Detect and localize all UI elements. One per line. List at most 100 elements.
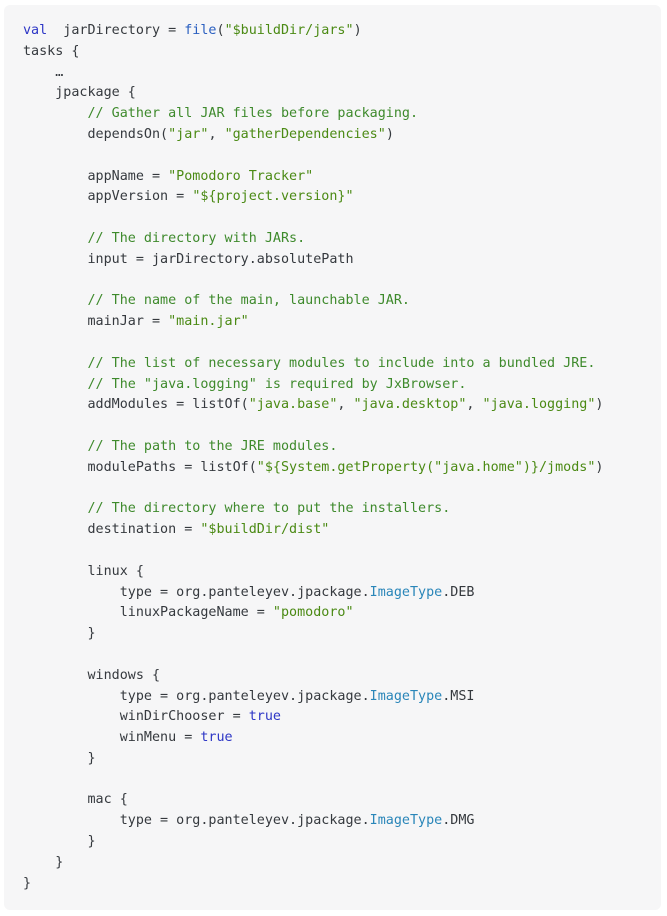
code-line: [23, 146, 661, 167]
code-line: [23, 541, 661, 562]
code-token: .MSI: [442, 688, 475, 704]
code-line: // The "java.logging" is required by JxB…: [23, 375, 661, 396]
code-line: winMenu = true: [23, 728, 661, 749]
code-token: winMenu =: [23, 730, 201, 746]
code-token: // The directory with JARs.: [23, 230, 306, 246]
code-line: // The directory where to put the instal…: [23, 499, 661, 520]
code-token: }: [23, 875, 32, 891]
code-line: // Gather all JAR files before packaging…: [23, 104, 661, 125]
code-token: // The directory where to put the instal…: [23, 501, 451, 517]
code-line: [23, 271, 661, 292]
code-token: (: [216, 23, 225, 38]
code-line: type = org.panteleyev.jpackage.ImageType…: [23, 811, 661, 832]
code-token: true: [248, 709, 281, 725]
code-token: winDirChooser =: [23, 709, 249, 725]
code-token: "${project.version}": [192, 189, 354, 205]
code-token: input = jarDirectory.absolutePath: [23, 251, 354, 267]
code-token: "pomodoro": [272, 605, 354, 621]
code-line: windows {: [23, 666, 661, 687]
code-token: ): [595, 397, 604, 413]
code-line: [23, 416, 661, 437]
code-token: ): [385, 126, 394, 142]
code-line: type = org.panteleyev.jpackage.ImageType…: [23, 583, 661, 604]
code-token: ): [353, 23, 362, 38]
code-token: val: [23, 23, 48, 38]
code-token: // The "java.logging" is required by JxB…: [23, 376, 467, 392]
code-line: linux {: [23, 562, 661, 583]
code-line: mac {: [23, 790, 661, 811]
code-line: [23, 645, 661, 666]
code-line: // The name of the main, launchable JAR.: [23, 291, 661, 312]
code-line: destination = "$buildDir/dist": [23, 520, 661, 541]
code-token: "main.jar": [168, 314, 249, 330]
code-token: …: [23, 64, 64, 80]
code-token: ImageType: [369, 584, 443, 600]
code-token: ImageType: [369, 688, 443, 704]
code-token: .DEB: [442, 584, 475, 600]
code-line: [23, 333, 661, 354]
code-token: "java.logging": [482, 397, 596, 413]
code-token: "java.desktop": [353, 397, 467, 413]
code-token: mac {: [23, 792, 128, 808]
code-token: type = org.panteleyev.jpackage.: [23, 813, 370, 829]
code-line: …: [23, 63, 661, 84]
code-line: appName = "Pomodoro Tracker": [23, 167, 661, 188]
code-line: type = org.panteleyev.jpackage.ImageType…: [23, 687, 661, 708]
code-token: }: [23, 834, 96, 850]
code-line: }: [23, 624, 661, 645]
code-token: addModules = listOf(: [23, 397, 249, 413]
code-token: }: [23, 626, 96, 642]
code-lines: val jarDirectory = file("$buildDir/jars"…: [23, 21, 661, 894]
code-token: ): [595, 459, 604, 475]
code-token: ,: [337, 397, 354, 413]
code-line: }: [23, 874, 661, 895]
code-token: tasks {: [23, 43, 80, 59]
code-line: appVersion = "${project.version}": [23, 187, 661, 208]
code-token: modulePaths = listOf(: [23, 459, 257, 475]
code-token: "$buildDir/jars": [224, 23, 354, 38]
code-token: linuxPackageName =: [23, 605, 273, 621]
code-token: ,: [466, 397, 483, 413]
code-token: windows {: [23, 667, 161, 683]
code-line: // The directory with JARs.: [23, 229, 661, 250]
code-token: jarDirectory =: [47, 23, 185, 38]
code-token: destination =: [23, 522, 201, 538]
code-block: val jarDirectory = file("$buildDir/jars"…: [4, 5, 661, 910]
code-line: linuxPackageName = "pomodoro": [23, 603, 661, 624]
code-token: appVersion =: [23, 189, 193, 205]
code-token: "Pomodoro Tracker": [168, 168, 314, 184]
code-line: [23, 208, 661, 229]
code-token: "$buildDir/dist": [200, 522, 330, 538]
code-line: winDirChooser = true: [23, 707, 661, 728]
code-line: modulePaths = listOf("${System.getProper…: [23, 458, 661, 479]
code-token: // Gather all JAR files before packaging…: [23, 106, 419, 122]
code-line: [23, 479, 661, 500]
code-line: }: [23, 853, 661, 874]
code-token: "java.base": [248, 397, 338, 413]
code-token: "jar": [168, 126, 209, 142]
code-token: linux {: [23, 563, 144, 579]
code-line: tasks {: [23, 42, 661, 63]
code-token: jpackage {: [23, 85, 136, 101]
code-token: appName =: [23, 168, 169, 184]
code-line: [23, 770, 661, 791]
code-token: type = org.panteleyev.jpackage.: [23, 584, 370, 600]
code-token: }: [23, 750, 96, 766]
code-line: mainJar = "main.jar": [23, 312, 661, 333]
code-token: ImageType: [369, 813, 443, 829]
code-line: }: [23, 749, 661, 770]
code-line: dependsOn("jar", "gatherDependencies"): [23, 125, 661, 146]
code-token: // The list of necessary modules to incl…: [23, 355, 596, 371]
code-token: "${System.getProperty("java.home")}/jmod…: [256, 459, 596, 475]
code-token: mainJar =: [23, 314, 169, 330]
code-line: jpackage {: [23, 83, 661, 104]
code-token: dependsOn(: [23, 126, 169, 142]
code-line: // The list of necessary modules to incl…: [23, 354, 661, 375]
code-token: }: [23, 854, 64, 870]
code-line: input = jarDirectory.absolutePath: [23, 250, 661, 271]
code-token: type = org.panteleyev.jpackage.: [23, 688, 370, 704]
code-token: true: [200, 730, 233, 746]
code-line: val jarDirectory = file("$buildDir/jars"…: [23, 21, 661, 42]
code-token: .DMG: [442, 813, 475, 829]
code-token: // The name of the main, launchable JAR.: [23, 293, 410, 309]
